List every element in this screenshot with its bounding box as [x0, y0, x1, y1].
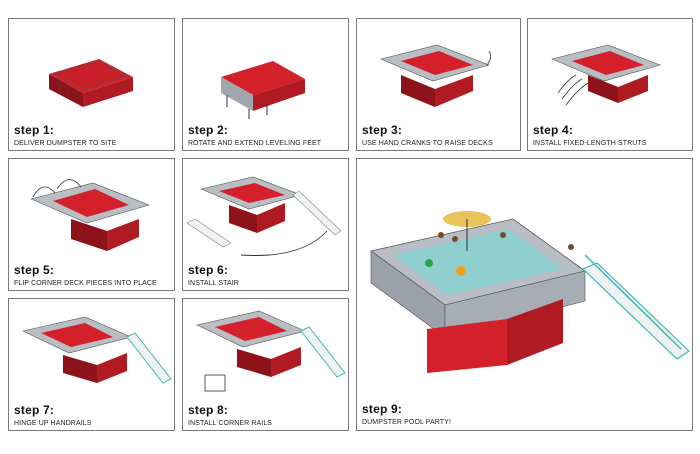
step-title: step 1: — [14, 123, 55, 137]
step-8-panel: step 8: INSTALL CORNER RAILS — [182, 298, 349, 431]
step-title: step 9: — [362, 402, 403, 416]
dumpster-leveling-feet-illustration — [221, 61, 305, 119]
step-description: USE HAND CRANKS TO RAISE DECKS — [362, 140, 493, 147]
step-6-panel: step 6: INSTALL STAIR — [182, 158, 349, 291]
raised-decks-illustration — [380, 44, 491, 107]
step-5-panel: step 5: FLIP CORNER DECK PIECES INTO PLA… — [8, 158, 175, 291]
corner-deck-illustration — [30, 179, 150, 251]
step-9-panel: step 9: DUMPSTER POOL PARTY! — [356, 158, 693, 431]
dumpster-pool-party-illustration — [370, 211, 690, 373]
step-title: step 3: — [362, 123, 403, 137]
handrails-illustration — [22, 316, 172, 384]
step-3-panel: step 3: USE HAND CRANKS TO RAISE DECKS — [356, 18, 521, 151]
step-title: step 6: — [188, 263, 229, 277]
step-description: HINGE UP HANDRAILS — [14, 420, 92, 427]
step-1-panel: step 1: DELIVER DUMPSTER TO SITE — [8, 18, 175, 151]
step-description: INSTALL FIXED-LENGTH STRUTS — [533, 140, 647, 147]
step-description: ROTATE AND EXTEND LEVELING FEET — [188, 140, 322, 147]
dumpster-illustration — [49, 59, 133, 107]
step-4-panel: step 4: INSTALL FIXED-LENGTH STRUTS — [527, 18, 693, 151]
step-title: step 4: — [533, 123, 574, 137]
step-title: step 5: — [14, 263, 55, 277]
step-title: step 8: — [188, 403, 229, 417]
step-title: step 2: — [188, 123, 229, 137]
step-description: INSTALL STAIR — [188, 280, 239, 287]
step-title: step 7: — [14, 403, 55, 417]
step-description: DELIVER DUMPSTER TO SITE — [14, 140, 117, 147]
step-description: INSTALL CORNER RAILS — [188, 420, 273, 427]
step-2-panel: step 2: ROTATE AND EXTEND LEVELING FEET — [182, 18, 349, 151]
stair-illustration — [186, 176, 342, 256]
struts-illustration — [551, 44, 661, 106]
step-description: DUMPSTER POOL PARTY! — [362, 419, 451, 426]
step-description: FLIP CORNER DECK PIECES INTO PLACE — [14, 280, 157, 287]
corner-rails-illustration — [196, 310, 346, 392]
step-7-panel: step 7: HINGE UP HANDRAILS — [8, 298, 175, 431]
